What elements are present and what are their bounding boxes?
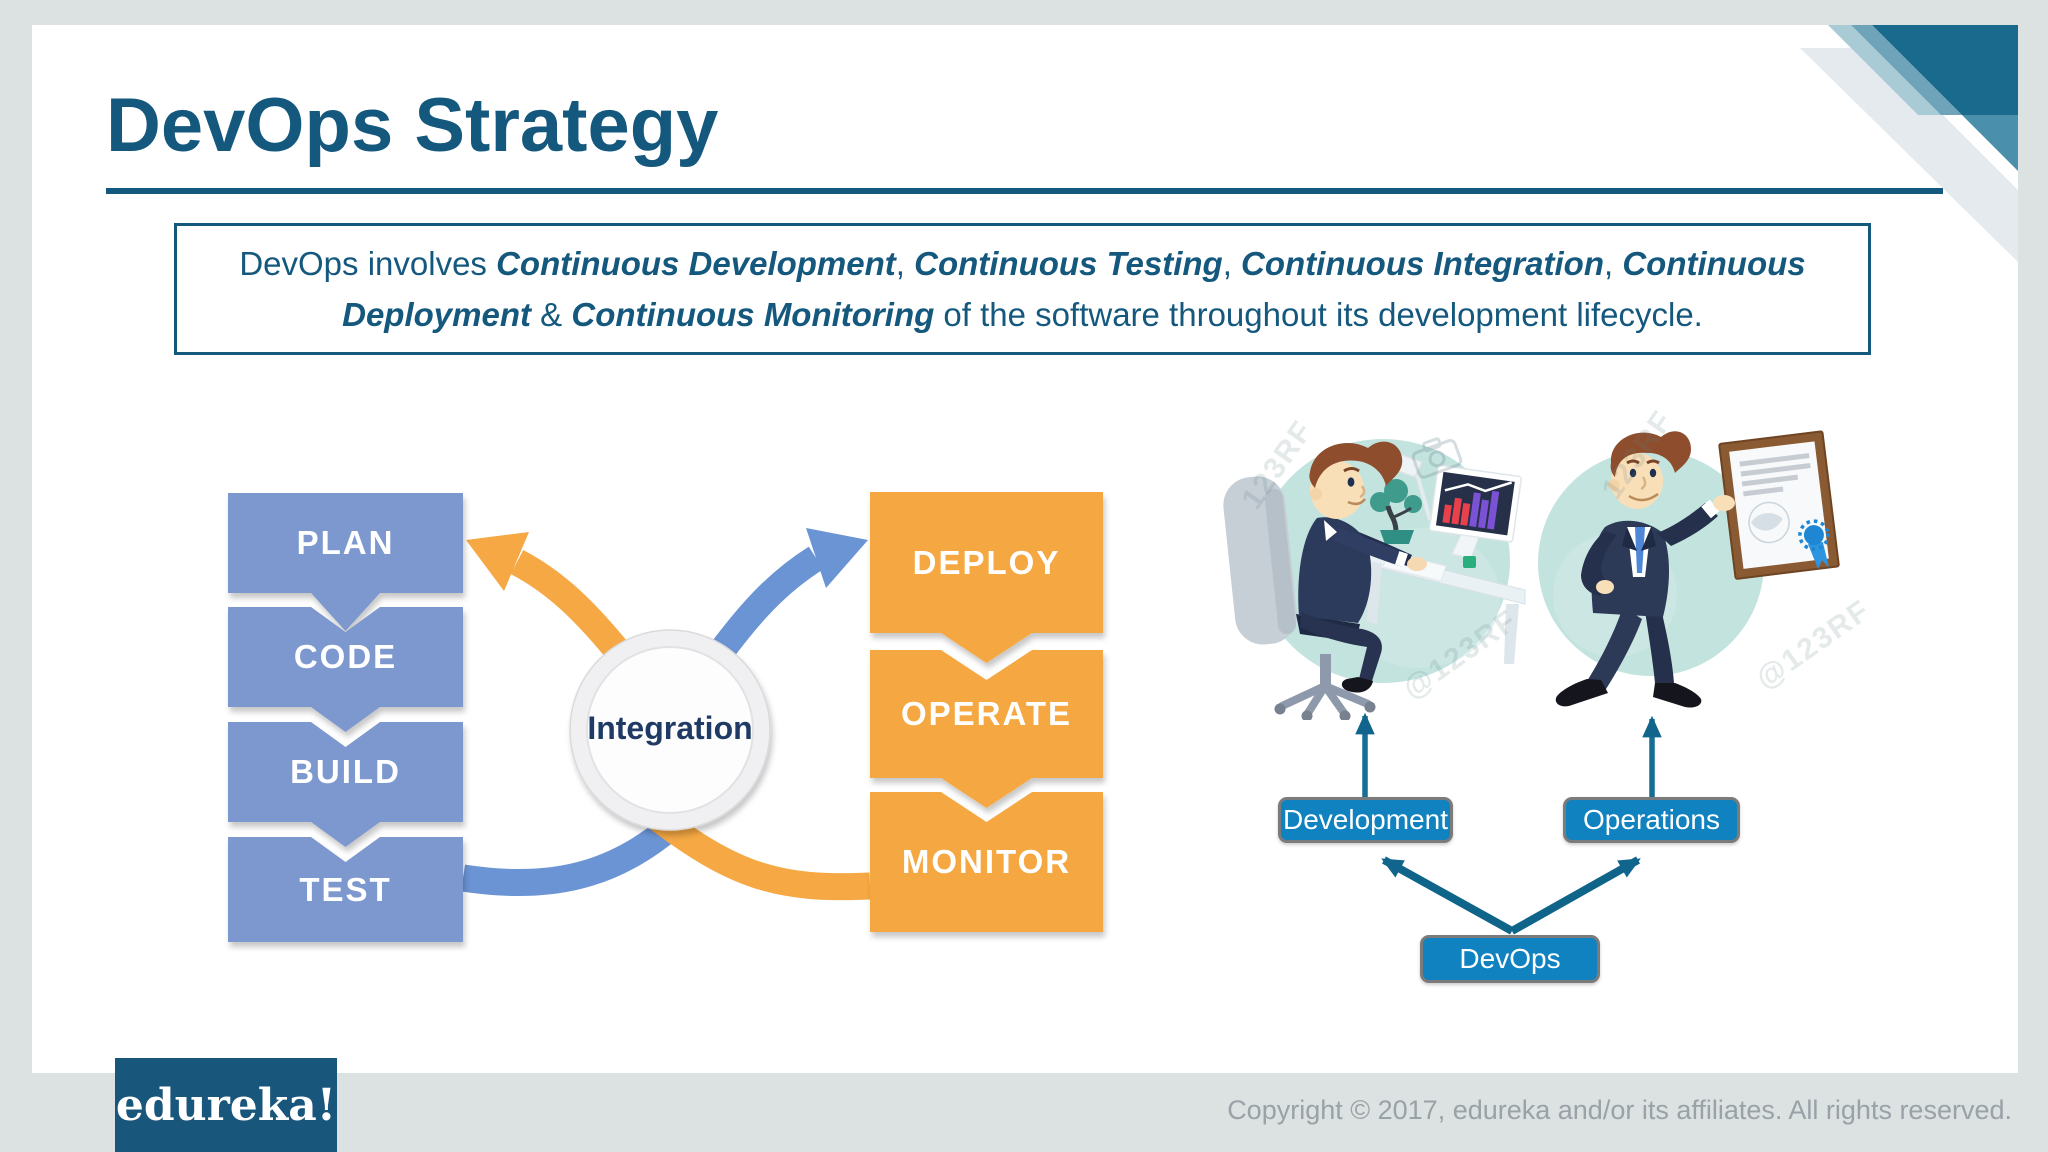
- step-shape-code: [228, 607, 463, 732]
- step-shape-monitor: [870, 792, 1103, 932]
- developer-illustration: [1223, 439, 1526, 720]
- certificate: [1718, 430, 1840, 580]
- devops-to-ops-arrow: [1510, 856, 1641, 935]
- step-label-monitor: MONITOR: [901, 843, 1072, 880]
- corner-stripe-medium: [1851, 25, 1962, 115]
- summary-text: DevOps involves Continuous Development, …: [239, 244, 1806, 333]
- developer-head: [1310, 461, 1364, 519]
- page-title: DevOps Strategy: [106, 83, 719, 168]
- summary-callout-box: DevOps involves Continuous Development, …: [174, 223, 1871, 355]
- edureka-logo-text: edureka!: [115, 1079, 337, 1131]
- developer-figure: [1298, 441, 1427, 693]
- devops-button: DevOps: [1420, 935, 1600, 983]
- corner-decoration: [1800, 25, 2018, 262]
- blue-arrow-to-deploy: [704, 546, 824, 668]
- step-label-deploy: DEPLOY: [912, 543, 1061, 581]
- orange-arrow-to-plan: [510, 550, 636, 669]
- development-button: Development: [1278, 797, 1453, 843]
- org-chart-arrows: [1355, 712, 1662, 935]
- integration-hub-label: Integration: [587, 710, 753, 746]
- step-shape-build: [228, 722, 463, 847]
- blue-arrowhead: [806, 528, 868, 588]
- corner-stripe-dark: [1872, 25, 2018, 115]
- step-shape-deploy: [870, 492, 1103, 663]
- operations-button: Operations: [1563, 797, 1740, 843]
- step-shape-plan: [228, 493, 463, 631]
- copyright-text: Copyright © 2017, edureka and/or its aff…: [1227, 1095, 2012, 1125]
- desk-leg-right: [1504, 604, 1519, 664]
- developer-hair: [1309, 441, 1403, 488]
- edureka-logo: edureka!: [115, 1058, 337, 1152]
- camera-icon: [1411, 437, 1463, 479]
- orange-arc-hub-to-monitor: [641, 801, 871, 901]
- step-label-code: CODE: [293, 638, 398, 675]
- operations-hair: [1610, 431, 1691, 477]
- step-shape-operate: [870, 650, 1103, 808]
- devops-to-dev-arrow: [1381, 856, 1514, 935]
- coffee-cup: [1463, 556, 1476, 568]
- process-cycle-diagram: [228, 492, 1103, 942]
- bonsai-plant: [1370, 479, 1422, 544]
- integration-hub-inner: [586, 646, 754, 814]
- office-chair-back: [1223, 476, 1298, 645]
- orange-arrowhead: [466, 532, 529, 591]
- step-shape-test: [228, 837, 463, 942]
- corner-stripe-pale: [1800, 48, 2018, 262]
- step-label-operate: OPERATE: [900, 695, 1073, 732]
- award-rosette: [1798, 519, 1830, 569]
- step-label-test: TEST: [299, 870, 392, 908]
- title-underline: [106, 188, 1943, 194]
- corner-stripe-light: [1828, 25, 1941, 115]
- step-label-plan: PLAN: [296, 524, 395, 561]
- operations-figure: [1555, 431, 1735, 708]
- monitor-with-chart: [1428, 464, 1522, 560]
- corner-stripe-step: [1962, 115, 2018, 171]
- operations-illustration: [1538, 430, 1840, 708]
- step-label-build: BUILD: [290, 753, 401, 790]
- operations-head: [1611, 453, 1663, 509]
